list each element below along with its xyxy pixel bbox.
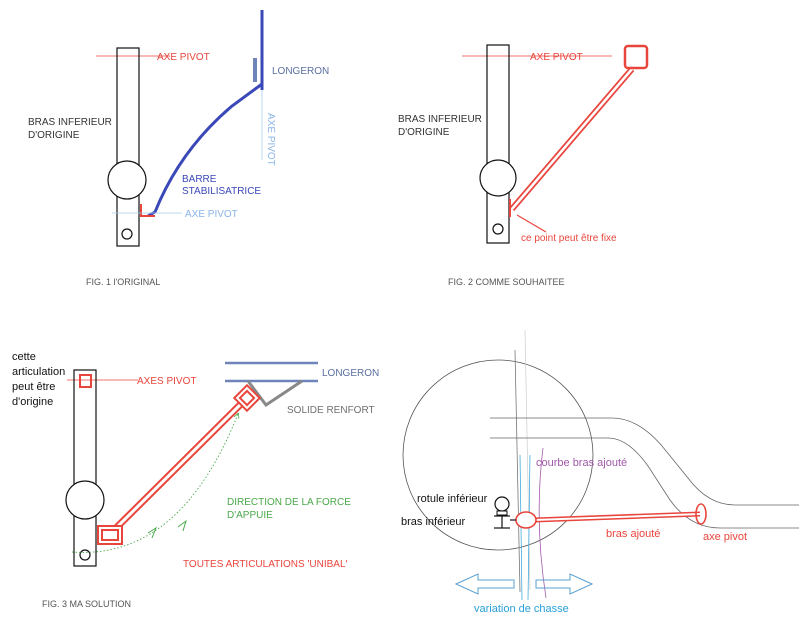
fig3-bottom-unibal-inner — [101, 529, 119, 541]
fig3-main-circle — [65, 480, 105, 520]
fig4-vertical-axis — [514, 349, 521, 593]
fig4-rotule-label: rotule inférieur — [417, 493, 488, 505]
fig4-bras-inferieur-label: bras inférieur — [401, 516, 466, 528]
fig4-courbe-bras — [538, 447, 547, 599]
fig4-axe-pivot-label: axe pivot — [703, 531, 747, 543]
fig3-small-circle — [79, 549, 91, 561]
fig4-chasse-arrow-left — [454, 573, 515, 595]
fig3-group: cette articulation peut être d'origine A… — [12, 351, 379, 609]
fig1-bras-inferieur — [116, 47, 140, 247]
fig4-bras-ajoute-inner — [533, 513, 701, 521]
fig4-rotule-ball — [494, 496, 510, 512]
fig2-pointer-line — [516, 214, 547, 233]
fig2-pivot-square — [623, 44, 649, 70]
fig3-direction-line1: DIRECTION DE LA FORCE — [227, 497, 351, 508]
fig2-main-circle — [479, 159, 517, 197]
fig1-axe-pivot-top-label: AXE PIVOT — [157, 52, 210, 63]
fig4-chasse-arrow-right — [535, 573, 594, 595]
fig3-axes-pivot-label: AXES PIVOT — [137, 376, 196, 387]
fig1-main-circle — [107, 160, 147, 200]
fig3-force-arrow-mid — [177, 519, 187, 532]
fig4-bras-ajoute-label: bras ajouté — [606, 528, 660, 540]
fig3-bras-ajoute-inner — [110, 396, 249, 534]
fig1-small-circle — [121, 228, 133, 240]
fig3-articulation-line3: peut être — [12, 381, 55, 393]
fig3-bras-inferieur — [73, 369, 97, 567]
fig4-gray-guide — [524, 329, 531, 591]
fig3-articulation-line2: articulation — [12, 366, 65, 378]
fig1-barre-stabilisatrice — [147, 82, 263, 218]
fig3-solide-renfort-label: SOLIDE RENFORT — [287, 405, 375, 416]
fig4-group: courbe bras ajouté rotule inférieur bras… — [401, 329, 799, 615]
fig3-direction-line2: D'APPUIE — [227, 510, 273, 521]
fig3-longeron-label: LONGERON — [322, 368, 379, 379]
fig3-top-articulation — [79, 374, 92, 388]
fig2-bras-label-line2: D'ORIGINE — [398, 127, 450, 138]
fig2-bras-label-line1: BRAS INFERIEUR — [398, 114, 482, 125]
fig2-group: AXE PIVOT BRAS INFERIEUR D'ORIGINE ce po… — [398, 44, 649, 287]
fig1-axe-pivot-vertical-label: AXE PIVOT — [265, 113, 276, 166]
fig1-longeron-label: LONGERON — [272, 66, 329, 77]
fig1-longeron-plate — [253, 58, 257, 82]
fig3-force-arrow-lower — [147, 526, 158, 539]
fig1-caption: FIG. 1 l'ORIGINAL — [86, 277, 160, 287]
fig1-bras-label-line2: D'ORIGINE — [28, 130, 80, 141]
fig3-caption: FIG. 3 MA SOLUTION — [42, 599, 131, 609]
fig4-chassis-lower — [490, 437, 799, 529]
fig3-articulation-line4: d'origine — [12, 396, 53, 408]
fig1-axe-pivot-bottom-label: AXE PIVOT — [185, 209, 238, 220]
fig3-solide-renfort — [246, 379, 303, 408]
fig4-rotule-base — [496, 510, 508, 516]
fig3-articulation-line1: cette — [12, 351, 36, 363]
fig4-axe-pivot-ellipse — [695, 503, 707, 525]
fig3-force-arc — [71, 414, 238, 553]
fig2-bras-ajoute-inner — [511, 68, 633, 210]
fig1-barre-label-line2: STABILISATRICE — [182, 186, 261, 197]
fig2-axe-pivot-label: AXE PIVOT — [530, 52, 583, 63]
fig4-rotule-ajoutee — [515, 511, 537, 529]
fig1-bras-label-line1: BRAS INFERIEUR — [28, 117, 112, 128]
fig2-point-fixe-label: ce point peut être fixe — [521, 233, 617, 244]
fig1-barre-label-line1: BARRE — [182, 174, 217, 185]
fig1-group: AXE PIVOT LONGERON AXE PIVOT BRAS INFERI… — [28, 10, 329, 287]
fig4-wheel-circle — [402, 359, 594, 551]
fig4-chassis-upper — [490, 417, 799, 506]
fig4-courbe-label: courbe bras ajouté — [536, 457, 627, 469]
fig2-bras-inferieur — [486, 44, 510, 244]
fig3-top-unibal — [232, 383, 262, 413]
fig4-variation-label: variation de chasse — [474, 603, 569, 615]
fig2-caption: FIG. 2 COMME SOUHAITEE — [448, 277, 565, 287]
fig2-small-circle — [492, 223, 504, 235]
fig3-unibal-label: TOUTES ARTICULATIONS 'UNIBAL' — [183, 559, 348, 570]
fig1-link-red — [140, 204, 155, 217]
